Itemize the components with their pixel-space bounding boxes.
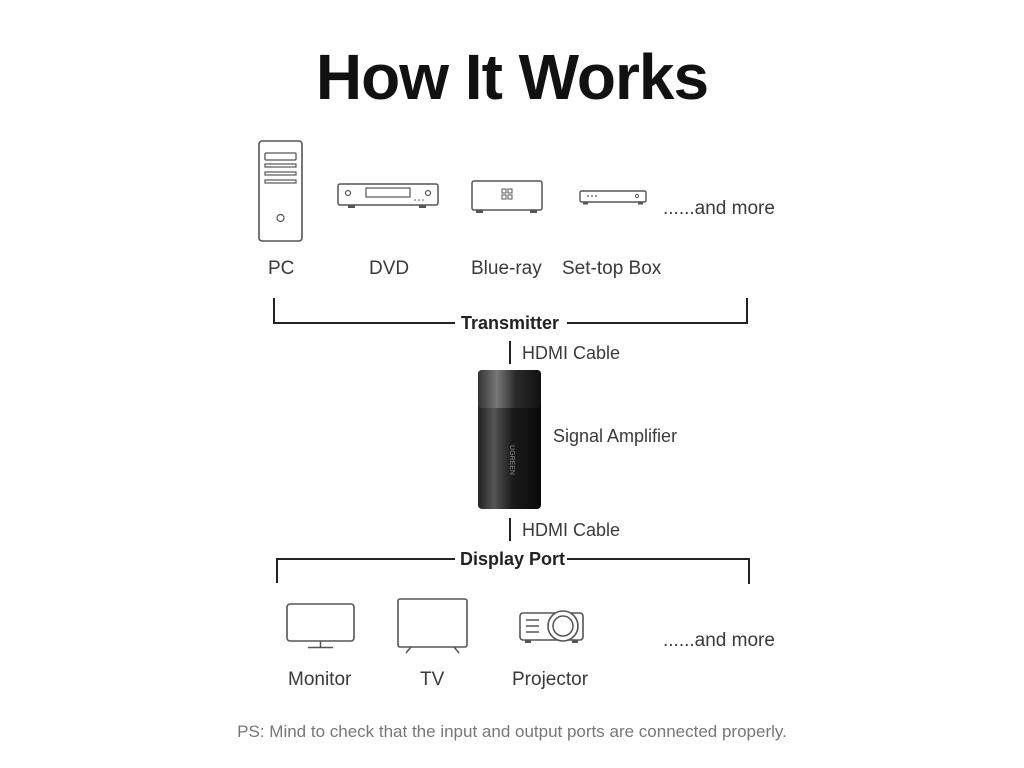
source-label-bluray: Blue-ray (471, 258, 542, 279)
transmitter-bracket-line-left (273, 322, 455, 324)
hdmi-cable-out-line (509, 518, 511, 541)
dvd-player-icon (337, 183, 439, 208)
output-label-monitor: Monitor (288, 669, 352, 690)
output-label-tv: TV (420, 669, 445, 690)
transmitter-bracket-right (746, 298, 748, 324)
hdmi-cable-out-label: HDMI Cable (522, 520, 621, 540)
display-bracket-left (276, 558, 278, 583)
connection-note: PS: Mind to check that the input and out… (237, 722, 787, 741)
outputs-more-text: ......and more (663, 630, 775, 651)
projector-icon (519, 610, 584, 643)
display-port-label: Display Port (460, 549, 566, 569)
signal-amplifier-device: UGREEN (478, 370, 541, 509)
transmitter-label: Transmitter (461, 313, 560, 333)
display-bracket-line-left (276, 558, 455, 560)
hdmi-cable-in-line (509, 341, 511, 364)
display-bracket-right (748, 558, 750, 584)
display-bracket-line-right (567, 558, 750, 560)
transmitter-bracket-left (273, 298, 275, 324)
ugreen-logo: UGREEN (508, 445, 515, 475)
source-label-dvd: DVD (369, 258, 410, 279)
signal-amplifier-label: Signal Amplifier (553, 426, 678, 446)
bluray-player-icon (471, 180, 543, 213)
tv-icon (397, 598, 468, 654)
sources-more-text: ......and more (663, 198, 775, 219)
source-label-set-top-box: Set-top Box (562, 258, 662, 279)
hdmi-cable-in-label: HDMI Cable (522, 343, 621, 363)
page-title: How It Works (315, 41, 709, 113)
pc-tower-icon (258, 140, 303, 242)
output-label-projector: Projector (512, 669, 589, 690)
monitor-icon (286, 603, 355, 649)
transmitter-bracket-line-right (567, 322, 748, 324)
source-label-pc: PC (268, 258, 295, 279)
set-top-box-icon (579, 190, 647, 205)
